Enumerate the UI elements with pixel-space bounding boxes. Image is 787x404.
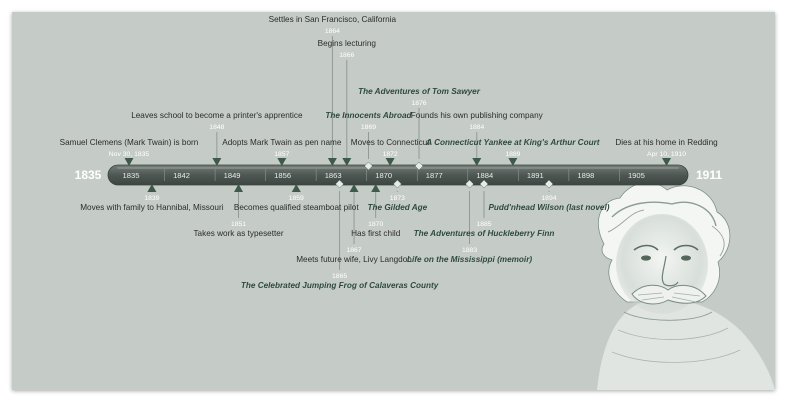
event-date: 1889 — [505, 151, 520, 158]
event-label: Has first child — [351, 229, 401, 238]
event-label: The Celebrated Jumping Frog of Calaveras… — [241, 281, 439, 290]
event-date: 1851 — [231, 221, 246, 228]
event-label: Founds his own publishing company — [411, 111, 544, 120]
event-marker-icon — [234, 184, 244, 192]
event-label: Settles in San Francisco, California — [269, 15, 397, 24]
timeline-diagram: 1835 1842 1849 1856 1863 1870 1877 1884 1891 1898… — [60, 15, 775, 390]
event-label: Begins lecturing — [318, 39, 377, 48]
event-marker-icon — [662, 158, 672, 166]
event-label: The Adventures of Tom Sawyer — [358, 87, 481, 96]
tick-label: 1849 — [224, 171, 241, 180]
event-marker-icon — [385, 158, 395, 166]
event-date: 1864 — [325, 28, 340, 35]
event-label: Samuel Clemens (Mark Twain) is born — [60, 138, 199, 147]
event-label: Adopts Mark Twain as pen name — [222, 138, 342, 147]
event-date: 1859 — [289, 195, 304, 202]
event-label: The Adventures of Huckleberry Finn — [414, 229, 555, 238]
event-connectors — [151, 36, 550, 270]
publication-marker-icon — [465, 179, 474, 189]
event-date: 1885 — [476, 221, 491, 228]
event-label: Meets future wife, Livy Langdon — [296, 255, 412, 264]
tick-label: 1835 — [123, 171, 140, 180]
event-date: Nov 30, 1835 — [109, 151, 150, 158]
event-label: Dies at his home in Redding — [615, 138, 718, 147]
tick-label: 1842 — [173, 171, 190, 180]
publication-marker-icon — [364, 161, 373, 171]
event-date: 1870 — [368, 221, 383, 228]
event-marker-icon — [327, 158, 337, 166]
timeline-slide: 1835 1842 1849 1856 1863 1870 1877 1884 1891 1898… — [12, 12, 775, 390]
publication-marker-icon — [393, 179, 402, 189]
event-label: The Innocents Abroad — [325, 111, 412, 120]
event-date: 1869 — [361, 124, 376, 131]
event-date: 1848 — [209, 124, 224, 131]
publication-marker-icon — [544, 179, 554, 189]
event-label: Moves to Connecticut — [351, 138, 430, 147]
event-marker-icon — [371, 184, 381, 192]
event-marker-icon — [342, 158, 352, 166]
tick-label: 1856 — [274, 171, 291, 180]
event-date: 1876 — [411, 100, 426, 107]
tick-label: 1863 — [325, 171, 342, 180]
event-label: Life on the Mississippi (memoir) — [407, 255, 532, 264]
event-date: 1884 — [469, 124, 484, 131]
event-label: The Gilded Age — [367, 203, 427, 212]
event-label: Becomes qualified steamboat pilot — [234, 203, 359, 212]
timeline-ticks: 1835 1842 1849 1856 1863 1870 1877 1884 1891 1898… — [123, 169, 645, 181]
timeline-end-label: 1911 — [696, 168, 722, 182]
event-labels: Nov 30, 1835 Samuel Clemens (Mark Twain) … — [60, 15, 718, 290]
publication-marker-icon — [414, 161, 424, 171]
tick-label: 1884 — [476, 171, 493, 180]
event-date: 1873 — [390, 195, 405, 202]
event-date: 1839 — [144, 195, 159, 202]
tick-label: 1905 — [628, 171, 645, 180]
event-date: 1894 — [541, 195, 556, 202]
event-marker-icon — [124, 158, 134, 166]
event-markers — [124, 158, 672, 192]
event-label: A Connecticut Yankee at King's Arthur Co… — [425, 138, 600, 147]
mark-twain-portrait-illustration — [597, 182, 775, 390]
event-date: 1865 — [332, 273, 347, 280]
tick-label: 1877 — [426, 171, 443, 180]
event-date: 1872 — [383, 151, 398, 158]
event-marker-icon — [212, 158, 222, 166]
event-date: Apr 10, 1910 — [647, 151, 686, 158]
publication-marker-icon — [335, 179, 344, 189]
event-label: Pudd'nhead Wilson (last novel) — [488, 203, 609, 212]
tick-label: 1870 — [375, 171, 392, 180]
event-label: Moves with family to Hannibal, Missouri — [80, 203, 224, 212]
event-marker-icon — [277, 158, 287, 166]
event-marker-icon — [472, 158, 482, 166]
event-marker-icon — [508, 158, 518, 166]
event-marker-icon — [349, 184, 359, 192]
event-marker-icon — [291, 184, 301, 192]
tick-label: 1898 — [577, 171, 594, 180]
event-marker-icon — [147, 184, 157, 192]
timeline-start-label: 1835 — [75, 168, 102, 182]
event-date: 1857 — [274, 151, 289, 158]
event-label: Leaves school to become a printer's appr… — [131, 111, 303, 120]
tick-label: 1891 — [527, 171, 544, 180]
event-date: 1867 — [346, 247, 361, 254]
event-date: 1866 — [339, 52, 354, 59]
event-date: 1883 — [462, 247, 477, 254]
event-label: Takes work as typesetter — [193, 229, 283, 238]
publication-marker-icon — [479, 179, 489, 189]
